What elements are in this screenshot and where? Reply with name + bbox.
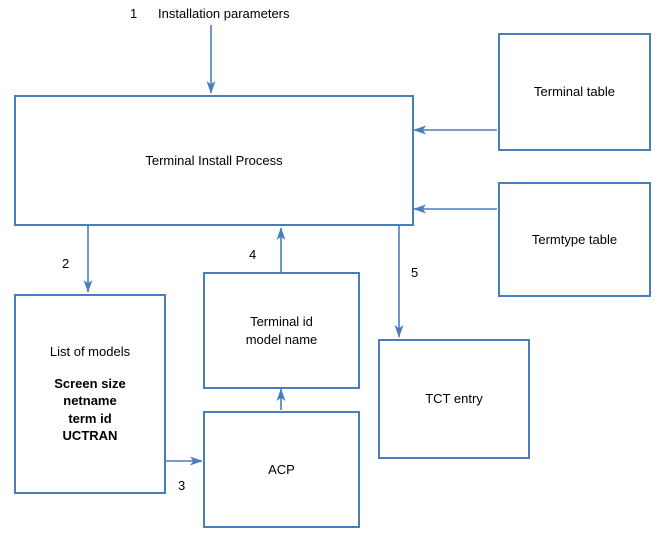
node-termtype-table[interactable]: Termtype table [498, 182, 651, 297]
node-termtype-table-label: Termtype table [531, 231, 618, 247]
number-5: 5 [411, 265, 419, 280]
node-terminal-id-model-name[interactable]: Terminal id model name [203, 272, 360, 389]
number-3: 3 [178, 478, 186, 493]
number-1: 1 [130, 6, 138, 21]
node-tct-entry-label: TCT entry [425, 391, 483, 407]
node-terminal-id-model-name-label: Terminal id model name [245, 313, 318, 347]
node-terminal-install-process-label: Terminal Install Process [145, 152, 283, 168]
node-terminal-install-process[interactable]: Terminal Install Process [14, 95, 414, 226]
node-list-of-models[interactable]: List of models Screen size netname term … [14, 294, 166, 494]
node-acp-label: ACP [268, 461, 295, 477]
node-list-of-models-details: Screen size netname term id UCTRAN [54, 375, 126, 444]
node-acp[interactable]: ACP [203, 411, 360, 528]
number-4: 4 [249, 247, 257, 262]
node-tct-entry[interactable]: TCT entry [378, 339, 530, 459]
number-2: 2 [62, 256, 70, 271]
node-list-of-models-title: List of models [49, 344, 131, 360]
installation-parameters-label: Installation parameters [158, 6, 290, 21]
node-terminal-table[interactable]: Terminal table [498, 33, 651, 151]
node-terminal-table-label: Terminal table [534, 84, 615, 100]
